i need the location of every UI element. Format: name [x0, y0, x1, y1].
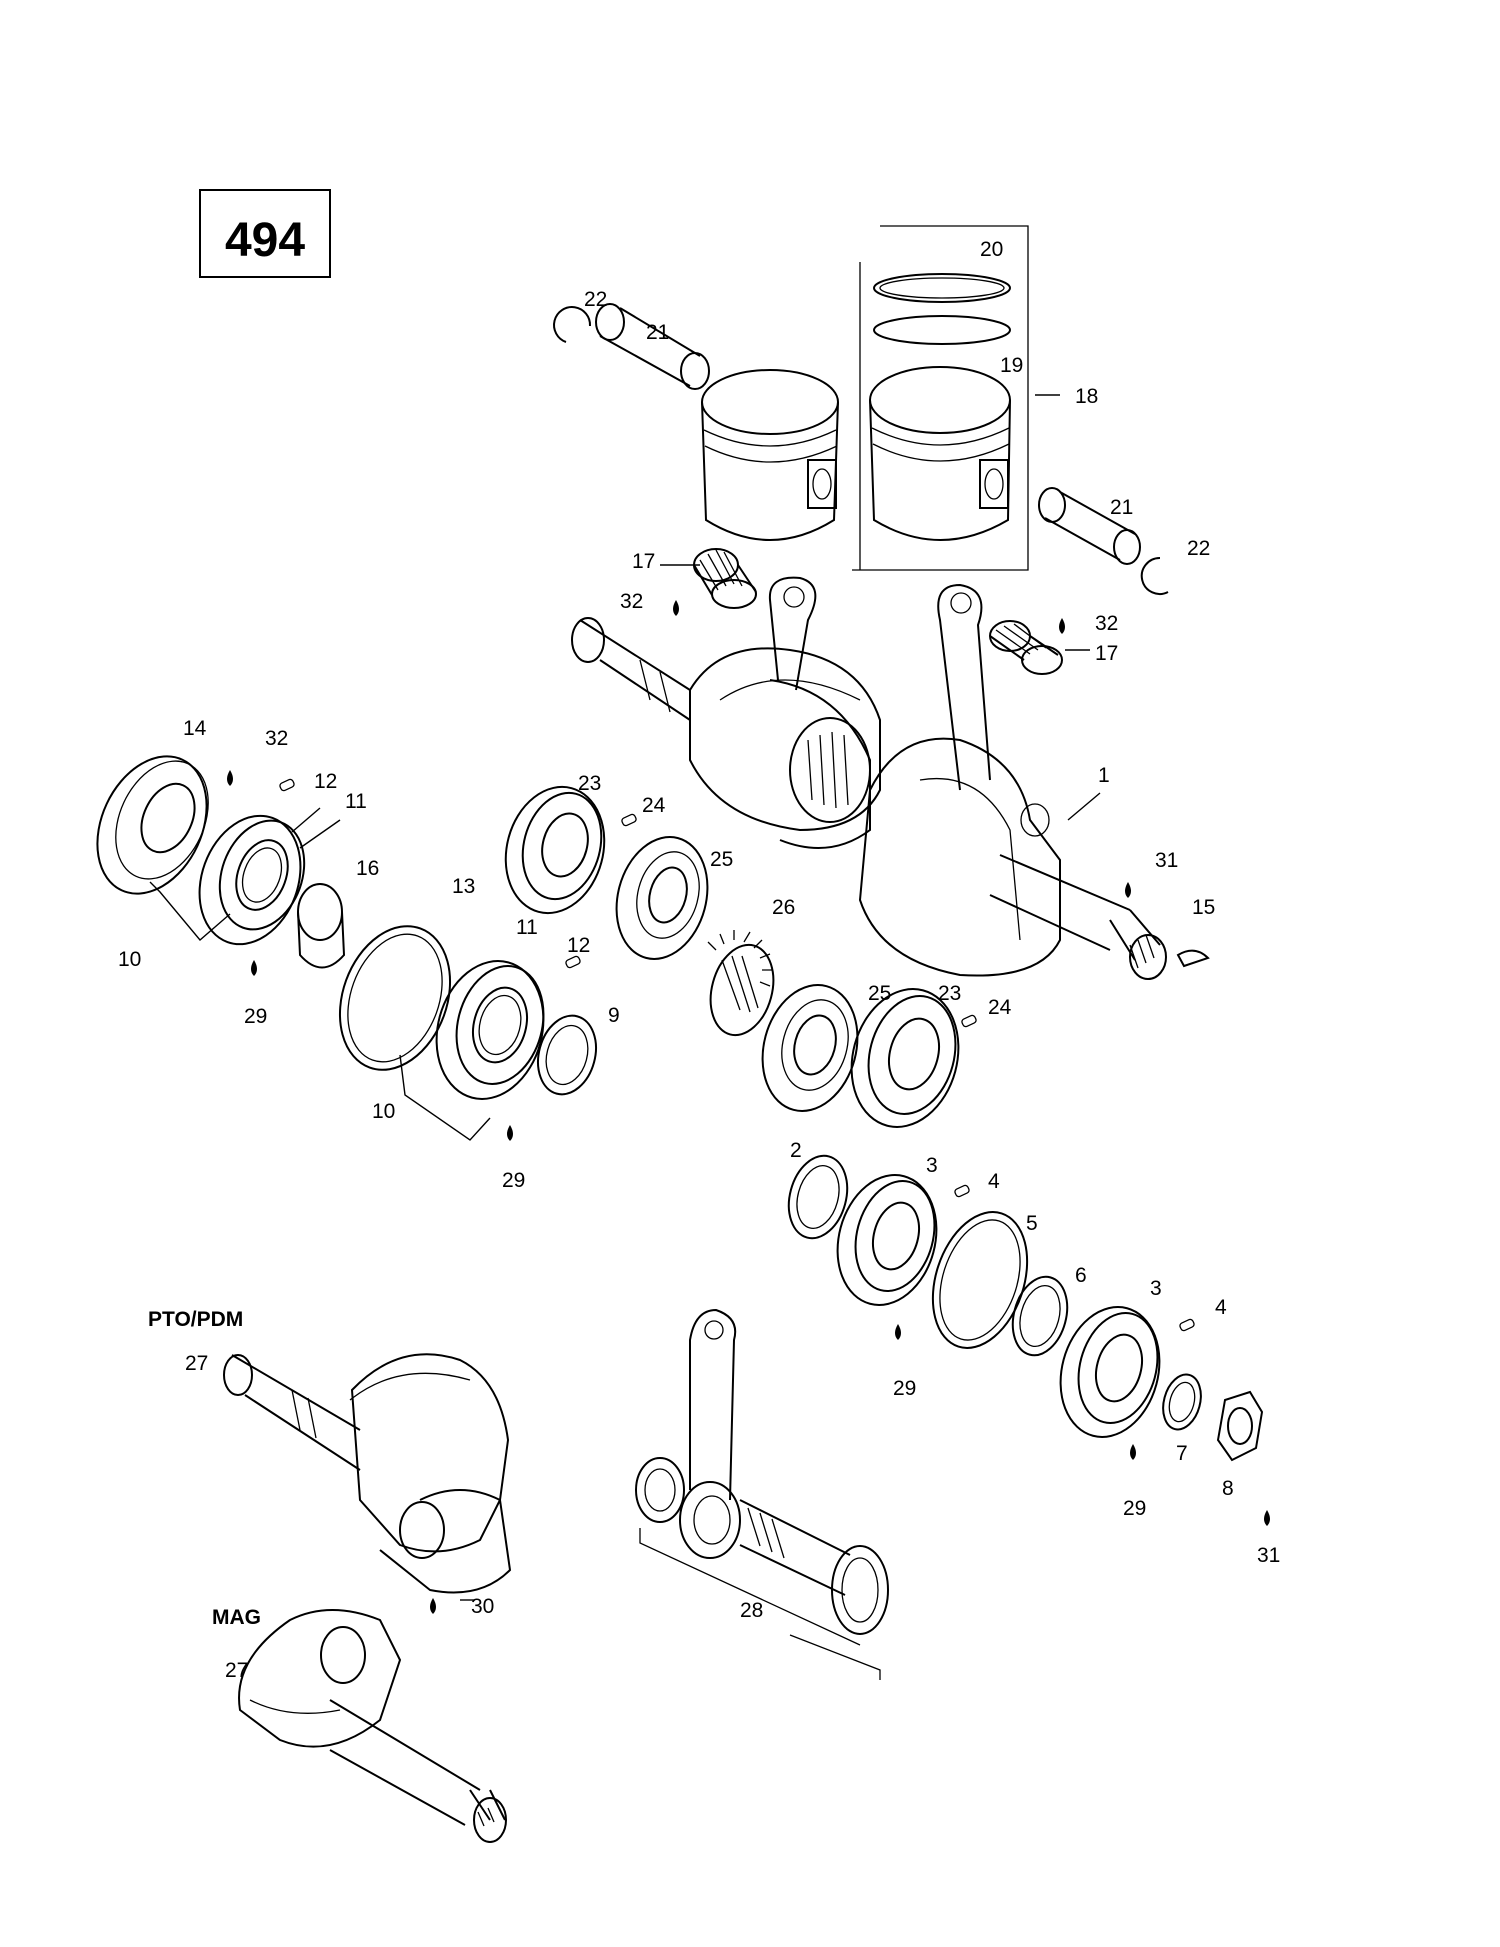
drive-gear-26: [707, 930, 775, 1037]
dowel-pin-24-top: [621, 813, 637, 827]
seal-25-top: [615, 836, 709, 960]
dowel-pin-4-outer: [954, 1184, 970, 1198]
leader-lines: [291, 394, 1101, 1601]
oil-seal-14: [96, 755, 209, 895]
oil-drop-markers: [227, 600, 1270, 1614]
wrist-pin-right: [1038, 487, 1141, 565]
callout-21-right: 21: [1110, 496, 1133, 519]
callout-27-mag: 27: [225, 1659, 248, 1682]
callout-31-nut: 31: [1257, 1544, 1280, 1567]
callout-29-outer: 29: [893, 1377, 916, 1400]
nut-8: [1216, 1390, 1264, 1462]
circlip-right: [1140, 556, 1169, 595]
callout-24-top: 24: [642, 794, 666, 817]
wrist-pin-left: [595, 303, 710, 390]
dowel-pin-12: [279, 778, 295, 792]
callout-28: 28: [740, 1599, 763, 1622]
callout-22-left: 22: [584, 288, 607, 311]
washer-2: [787, 1154, 849, 1240]
callout-31-crank: 31: [1155, 849, 1178, 872]
diagram-code-box: [199, 189, 331, 278]
callout-12-center: 12: [567, 934, 590, 957]
needle-bearing-left: [693, 548, 757, 609]
callout-17-left: 17: [632, 550, 655, 573]
callout-14: 14: [183, 717, 207, 740]
piston-ring-set: [873, 273, 1011, 345]
ball-bearing-23-bottom: [850, 988, 960, 1128]
callout-18: 18: [1075, 385, 1098, 408]
seal-25-bottom: [761, 984, 859, 1112]
crankshaft-half-pto: [223, 1353, 512, 1594]
callout-32-right: 32: [1095, 612, 1118, 635]
callout-25-bottom: 25: [868, 982, 891, 1005]
crankshaft-half-mag: [238, 1609, 507, 1843]
callout-4-outer: 4: [988, 1170, 1000, 1193]
callout-27-pto: 27: [185, 1352, 208, 1375]
callout-15: 15: [1192, 896, 1215, 919]
callout-21-left: 21: [646, 321, 669, 344]
crankshaft-assembly: [571, 576, 1167, 980]
callout-17-right: 17: [1095, 642, 1118, 665]
diagram-code: 494: [225, 214, 305, 267]
callout-3-inner: 3: [1150, 1277, 1162, 1300]
callout-11-left: 11: [345, 790, 367, 813]
washer-6: [1011, 1275, 1069, 1357]
callout-12-left: 12: [314, 770, 337, 793]
callout-5: 5: [1026, 1212, 1038, 1235]
dowel-pin-4-inner: [1179, 1318, 1195, 1332]
ball-bearing-3-outer: [836, 1174, 938, 1306]
dowel-pin-24-bottom: [961, 1014, 977, 1028]
callout-7: 7: [1176, 1442, 1188, 1465]
callout-3-outer: 3: [926, 1154, 938, 1177]
callout-32-left: 32: [620, 590, 643, 613]
lock-washer-7: [1162, 1373, 1202, 1431]
callout-22-right: 22: [1187, 537, 1210, 560]
variant-label-pto: PTO/PDM: [148, 1308, 243, 1331]
callout-25-top: 25: [710, 848, 733, 871]
callout-4-inner: 4: [1215, 1296, 1227, 1319]
callout-29-inner: 29: [1123, 1497, 1146, 1520]
callout-23-bottom: 23: [938, 982, 961, 1005]
ball-bearing-23-top: [504, 785, 606, 915]
connecting-rod-kit-28: [635, 1308, 889, 1680]
variant-label-mag: MAG: [212, 1606, 261, 1629]
callout-32-seal: 32: [265, 727, 288, 750]
callout-19: 19: [1000, 354, 1023, 377]
callout-23-top: 23: [578, 772, 601, 795]
callout-11-center: 11: [516, 916, 538, 939]
washer-9: [537, 1014, 597, 1096]
callout-8: 8: [1222, 1477, 1234, 1500]
callout-labels: 1 2 3 3 4 4 5 6 7 8 9 10 10 11 11 12 12 …: [118, 238, 1280, 1682]
sleeve-16: [297, 883, 346, 969]
callout-10-center: 10: [372, 1100, 395, 1123]
circlip-left: [553, 306, 592, 343]
callout-10-left: 10: [118, 948, 141, 971]
woodruff-key: [1176, 949, 1210, 968]
callout-29-left: 29: [244, 1005, 267, 1028]
ball-bearing-3-inner: [1059, 1306, 1161, 1438]
needle-bearing-right: [989, 620, 1063, 675]
callout-6: 6: [1075, 1264, 1087, 1287]
callout-1: 1: [1098, 764, 1110, 787]
callout-29-center: 29: [502, 1169, 525, 1192]
o-ring-13: [338, 925, 452, 1071]
dowel-pin-12b: [565, 955, 581, 969]
piston-right: [869, 366, 1011, 541]
callout-9: 9: [608, 1004, 620, 1027]
callout-24-bottom: 24: [988, 996, 1012, 1019]
callout-26: 26: [772, 896, 795, 919]
callout-2: 2: [790, 1139, 802, 1162]
ball-bearing-11-left: [198, 814, 306, 946]
callout-13: 13: [452, 875, 475, 898]
bracket-20: [852, 225, 1029, 571]
callout-16: 16: [356, 857, 379, 880]
callout-20: 20: [980, 238, 1003, 261]
piston-left: [701, 369, 839, 541]
callout-30: 30: [471, 1595, 494, 1618]
